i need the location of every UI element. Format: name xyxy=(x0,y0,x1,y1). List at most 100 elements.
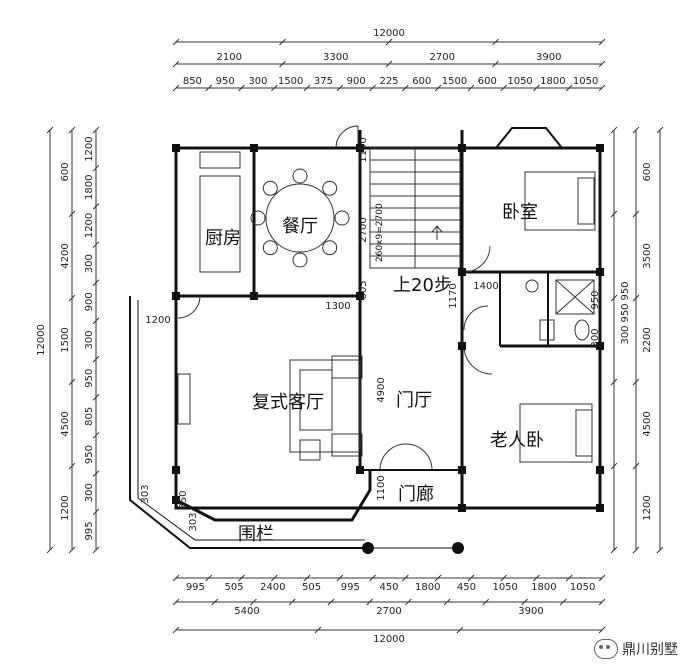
dim-tick xyxy=(68,210,76,218)
structural-column xyxy=(596,144,604,152)
dim-tick xyxy=(336,84,344,92)
dim-tick xyxy=(565,84,573,92)
dim-tick xyxy=(632,294,640,302)
dim-tick xyxy=(598,626,606,634)
room-label-kitchen: 厨房 xyxy=(205,228,241,249)
dining-chair xyxy=(292,252,308,268)
dim-interior: 1300 xyxy=(325,301,350,312)
structural-column xyxy=(458,268,466,276)
structural-column xyxy=(356,292,364,300)
dim-tick xyxy=(521,598,528,606)
dim-tick xyxy=(314,626,322,634)
dim-tick xyxy=(482,598,490,606)
dim-tick xyxy=(467,84,475,92)
structural-column xyxy=(172,466,180,474)
dim-bottom-row2: 1800 xyxy=(415,582,440,593)
dim-top-row2: 600 xyxy=(478,76,497,87)
dim-bottom-row2: 450 xyxy=(379,582,398,593)
dim-tick xyxy=(366,598,373,606)
dim-left-row2: 300 xyxy=(84,330,95,349)
dim-tick xyxy=(533,574,540,582)
dim-tick xyxy=(500,84,508,92)
dim-tick xyxy=(68,462,76,470)
structural-column xyxy=(250,292,258,300)
dim-tick xyxy=(68,546,76,554)
dim-tick xyxy=(92,355,100,363)
dim-tick xyxy=(565,574,573,582)
dim-tick xyxy=(610,378,618,386)
structural-column xyxy=(596,268,604,276)
dim-top-row2: 1500 xyxy=(442,76,467,87)
dim-tick xyxy=(92,317,100,325)
dim-top-row2: 300 xyxy=(248,76,267,87)
structural-column xyxy=(596,466,604,474)
dim-tick xyxy=(369,84,376,92)
dim-interior: 1200 xyxy=(145,315,170,326)
porch-column xyxy=(362,542,374,554)
dining-chair xyxy=(262,240,278,256)
dim-left-total: 12000 xyxy=(36,324,47,356)
dim-tick xyxy=(92,241,100,248)
dim-right-row1: 2200 xyxy=(642,327,653,352)
dim-tick xyxy=(172,626,180,634)
dim-interior: 4900 xyxy=(376,377,387,402)
dim-interior: 303 xyxy=(140,484,151,503)
dim-tick xyxy=(270,574,278,582)
dim-bottom-total: 12000 xyxy=(373,634,405,645)
dim-interior: 303 xyxy=(188,512,199,531)
dim-interior: 950 xyxy=(590,290,601,309)
dim-interior: 300 xyxy=(590,328,601,347)
dim-tick xyxy=(456,626,464,634)
room-label-dining: 餐厅 xyxy=(282,216,318,237)
dim-tick xyxy=(434,84,442,92)
dim-left-row1: 4200 xyxy=(60,243,71,268)
dim-left-row2: 995 xyxy=(84,521,95,540)
dim-tick xyxy=(92,432,100,439)
structural-column xyxy=(356,144,364,152)
dim-tick xyxy=(492,38,499,46)
dim-tick xyxy=(92,279,100,287)
dim-tick xyxy=(172,598,180,606)
dining-chair xyxy=(292,168,308,184)
dim-bottom-row2: 995 xyxy=(341,582,360,593)
dim-tick xyxy=(598,38,606,46)
room-label-porch: 门廊 xyxy=(398,484,434,505)
dim-tick xyxy=(205,574,213,582)
dim-left-row1: 1500 xyxy=(60,327,71,352)
dim-left-row2: 950 xyxy=(84,369,95,388)
dim-left-row2: 900 xyxy=(84,292,95,311)
dim-right-row1: 1200 xyxy=(642,495,653,520)
dim-interior: 2700 xyxy=(358,217,369,242)
dim-tick xyxy=(288,598,296,606)
structural-column xyxy=(458,504,466,512)
room-label-bedroom: 卧室 xyxy=(502,202,538,223)
stairs xyxy=(369,147,461,269)
dining-chair xyxy=(250,210,266,226)
dim-left-row1: 4500 xyxy=(60,411,71,436)
dim-tick xyxy=(632,378,640,386)
dim-top-row2: 1050 xyxy=(573,76,598,87)
dim-tick xyxy=(172,38,180,46)
dim-left-row1: 600 xyxy=(60,162,71,181)
dim-bottom-row2: 1800 xyxy=(531,582,556,593)
room-label-railing: 围栏 xyxy=(238,524,274,545)
dim-left-row2: 1800 xyxy=(84,175,95,200)
structural-column xyxy=(596,342,604,350)
structural-column xyxy=(172,144,180,152)
dim-top-row2: 1500 xyxy=(278,76,303,87)
structural-column xyxy=(458,466,466,474)
dim-tick xyxy=(238,574,245,582)
dim-interior: 805 xyxy=(358,280,369,299)
dim-tick xyxy=(92,546,100,554)
dim-bottom-row2: 450 xyxy=(457,582,476,593)
dim-right-row1: 600 xyxy=(642,162,653,181)
dining-chair xyxy=(334,210,350,226)
dim-tick xyxy=(610,546,618,554)
dim-interior: 1170 xyxy=(448,283,459,308)
dim-tick xyxy=(385,38,393,46)
dim-tick xyxy=(402,574,409,582)
dim-tick xyxy=(46,126,54,134)
dim-top-row1: 3300 xyxy=(323,52,348,63)
dim-interior: 1400 xyxy=(473,281,498,292)
dim-tick xyxy=(656,126,664,134)
